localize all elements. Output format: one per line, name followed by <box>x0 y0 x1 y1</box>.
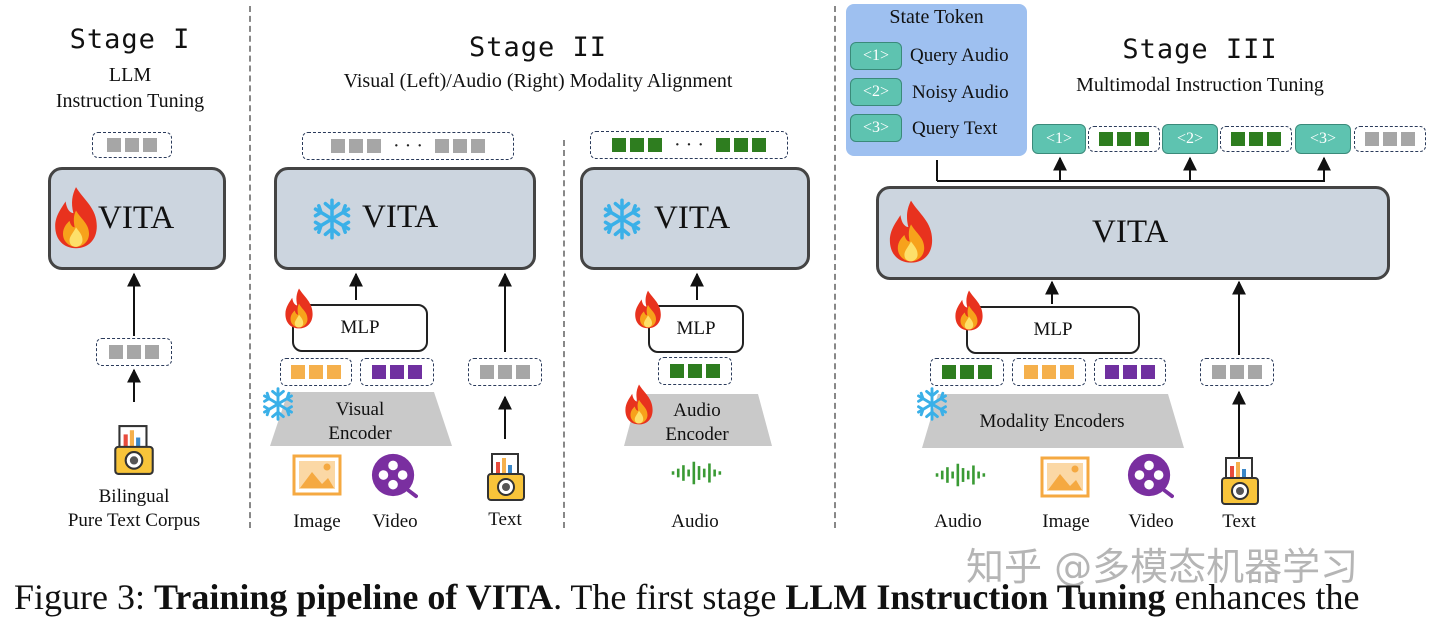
stage2-audio-mlp: MLP <box>648 305 744 353</box>
stage2-audio-output-tokens: · · · <box>590 131 788 159</box>
stage2-vita-visual-label: VITA <box>362 199 439 235</box>
caption-bold-stage: LLM Instruction Tuning <box>785 577 1166 617</box>
stage2-vita-audio-label: VITA <box>654 200 731 236</box>
text-icon <box>486 452 526 502</box>
text-icon <box>1220 456 1260 506</box>
state-token-2-label: Noisy Audio <box>912 82 1009 103</box>
stage3-text-tokens <box>1200 358 1274 386</box>
state-token-2: <2> <box>850 78 902 106</box>
stage2-video-tokens <box>360 358 434 386</box>
stage2-title: Stage II <box>468 32 608 63</box>
stage1-output-tokens <box>92 132 172 158</box>
stage3-mlp: MLP <box>966 306 1140 354</box>
stage3-label-audio: Audio <box>934 511 982 532</box>
watermark: 知乎 @多模态机器学习 <box>966 545 1359 589</box>
stage2-text-tokens <box>468 358 542 386</box>
stage2-visual-encoder-shape <box>270 392 452 446</box>
stage1-title: Stage I <box>69 24 191 55</box>
stage2-image-tokens <box>280 358 352 386</box>
state-token-1: <1> <box>850 42 902 70</box>
audio-waveform-icon <box>934 460 986 490</box>
state-token-3: <3> <box>850 114 902 142</box>
stage2-audio-tokens <box>658 357 732 385</box>
stage3-video-tokens <box>1094 358 1166 386</box>
snowflake-icon <box>600 197 644 241</box>
caption-mid: . The first stage <box>553 577 786 617</box>
stage2-visual-output-tokens: · · · <box>302 132 514 160</box>
stage2-visual-encoder-label-line1: Visual <box>335 399 385 420</box>
flame-icon <box>884 198 938 264</box>
video-icon <box>1126 452 1174 500</box>
stage3-output-audio-tokens <box>1220 126 1292 152</box>
divider-stage1-stage2 <box>249 6 251 528</box>
stage2-subtitle: Visual (Left)/Audio (Right) Modality Ali… <box>343 70 733 92</box>
stage2-visual-encoder-label-line2: Encoder <box>328 423 392 444</box>
stage2-label-audio: Audio <box>671 511 719 532</box>
stage3-label-text: Text <box>1222 511 1256 532</box>
divider-visual-audio <box>563 140 565 528</box>
divider-stage2-stage3 <box>834 6 836 528</box>
stage3-audio-tokens <box>930 358 1004 386</box>
stage3-title: Stage III <box>1122 34 1278 65</box>
text-corpus-icon <box>112 424 156 476</box>
state-token-3-label: Query Text <box>912 118 998 139</box>
stage3-modality-encoders-shape <box>922 394 1184 448</box>
mlp-label: MLP <box>340 317 380 338</box>
flame-icon <box>282 286 316 330</box>
mlp-label: MLP <box>1033 319 1073 340</box>
stage3-label-image: Image <box>1042 511 1090 532</box>
snowflake-icon <box>260 386 296 422</box>
stage2-audio-encoder-label-line1: Audio <box>673 400 721 421</box>
caption-bold-title: Training pipeline of VITA <box>154 577 554 617</box>
flame-icon <box>50 184 102 250</box>
stage3-image-tokens <box>1012 358 1086 386</box>
image-icon <box>292 454 342 496</box>
stage1-subtitle-line1: LLM <box>108 64 152 86</box>
state-token-title: State Token <box>889 6 984 28</box>
ellipsis: · · · <box>674 133 704 156</box>
stage1-corpus-label-line2: Pure Text Corpus <box>67 510 201 531</box>
stage2-label-video: Video <box>372 511 418 532</box>
stage3-output-text-tokens <box>1354 126 1426 152</box>
caption-prefix: Figure 3: <box>14 577 154 617</box>
snowflake-icon <box>914 386 950 422</box>
ellipsis: · · · <box>393 134 423 157</box>
stage2-visual-mlp: MLP <box>292 304 428 352</box>
stage1-subtitle-line2: Instruction Tuning <box>55 90 205 112</box>
state-token-1-label: Query Audio <box>910 45 1009 66</box>
stage3-output-state-token-1: <1> <box>1032 124 1086 154</box>
stage2-audio-encoder-shape <box>624 394 772 446</box>
video-icon <box>370 452 418 500</box>
stage2-vita-visual <box>274 167 536 270</box>
stage3-label-video: Video <box>1128 511 1174 532</box>
stage1-input-tokens <box>96 338 172 366</box>
stage3-vita-label: VITA <box>1092 214 1169 250</box>
stage3-modality-encoders-label: Modality Encoders <box>979 411 1125 432</box>
stage3-output-audio-tokens <box>1088 126 1160 152</box>
figure-caption: Figure 3: Training pipeline of VITA. The… <box>14 576 1359 618</box>
stage2-label-text: Text <box>488 509 522 530</box>
snowflake-icon <box>310 197 354 241</box>
image-icon <box>1040 456 1090 498</box>
audio-waveform-icon <box>670 458 722 488</box>
stage2-audio-encoder-label-line2: Encoder <box>665 424 729 445</box>
stage1-corpus-label-line1: Bilingual <box>98 486 170 507</box>
flame-icon <box>622 382 656 426</box>
stage3-output-state-token-3: <3> <box>1295 124 1351 154</box>
mlp-label: MLP <box>676 318 716 339</box>
caption-suffix: enhances the <box>1165 577 1360 617</box>
stage1-vita-label: VITA <box>98 200 175 236</box>
stage3-output-state-token-2: <2> <box>1162 124 1218 154</box>
flame-icon <box>632 288 664 330</box>
flame-icon <box>952 288 986 332</box>
stage2-label-image: Image <box>293 511 341 532</box>
stage3-subtitle: Multimodal Instruction Tuning <box>1076 74 1324 96</box>
stage3-vita <box>876 186 1390 280</box>
